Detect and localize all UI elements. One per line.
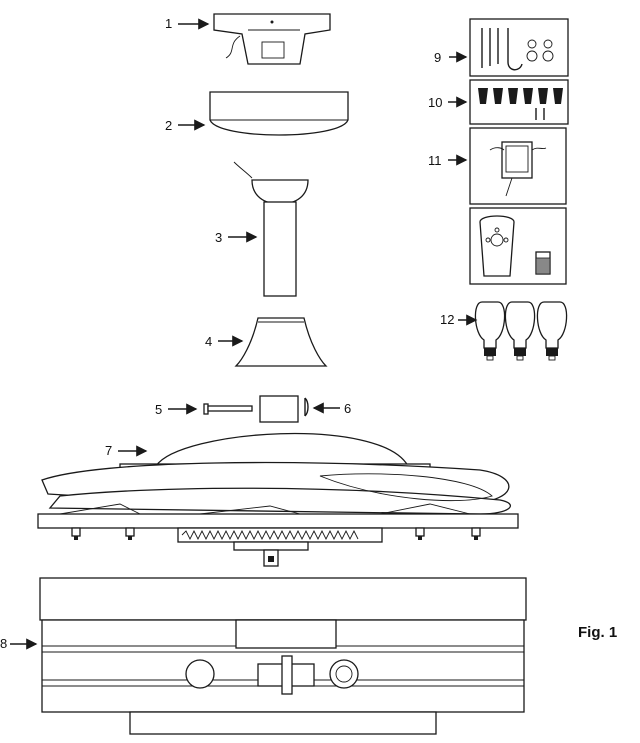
- label-10: 10: [428, 95, 442, 110]
- part-7-fan-motor-assembly: [37, 395, 519, 567]
- part-11-receiver-remote: [469, 127, 567, 285]
- label-6: 6: [344, 401, 351, 416]
- label-12: 12: [440, 312, 454, 327]
- part-10-wire-connectors: [469, 79, 569, 125]
- label-2: 2: [165, 118, 172, 133]
- label-4: 4: [205, 334, 212, 349]
- label-8: 8: [0, 636, 7, 651]
- part-2-canopy: [209, 91, 349, 136]
- label-5: 5: [155, 402, 162, 417]
- label-1: 1: [165, 16, 172, 31]
- part-1-mounting-bracket: [213, 13, 331, 65]
- part-5-pin: [203, 403, 253, 415]
- label-7: 7: [105, 443, 112, 458]
- part-6-clip: [304, 397, 309, 417]
- part-12-light-bulbs: [474, 301, 568, 361]
- part-4-coupling-cover: [234, 317, 328, 367]
- label-3: 3: [215, 230, 222, 245]
- figure-label: Fig. 1: [578, 624, 617, 641]
- label-11: 11: [428, 153, 442, 168]
- part-9-hardware-kit: [469, 18, 569, 77]
- label-9: 9: [434, 50, 441, 65]
- part-8-light-cage: [39, 577, 527, 735]
- part-3-downrod: [233, 161, 309, 297]
